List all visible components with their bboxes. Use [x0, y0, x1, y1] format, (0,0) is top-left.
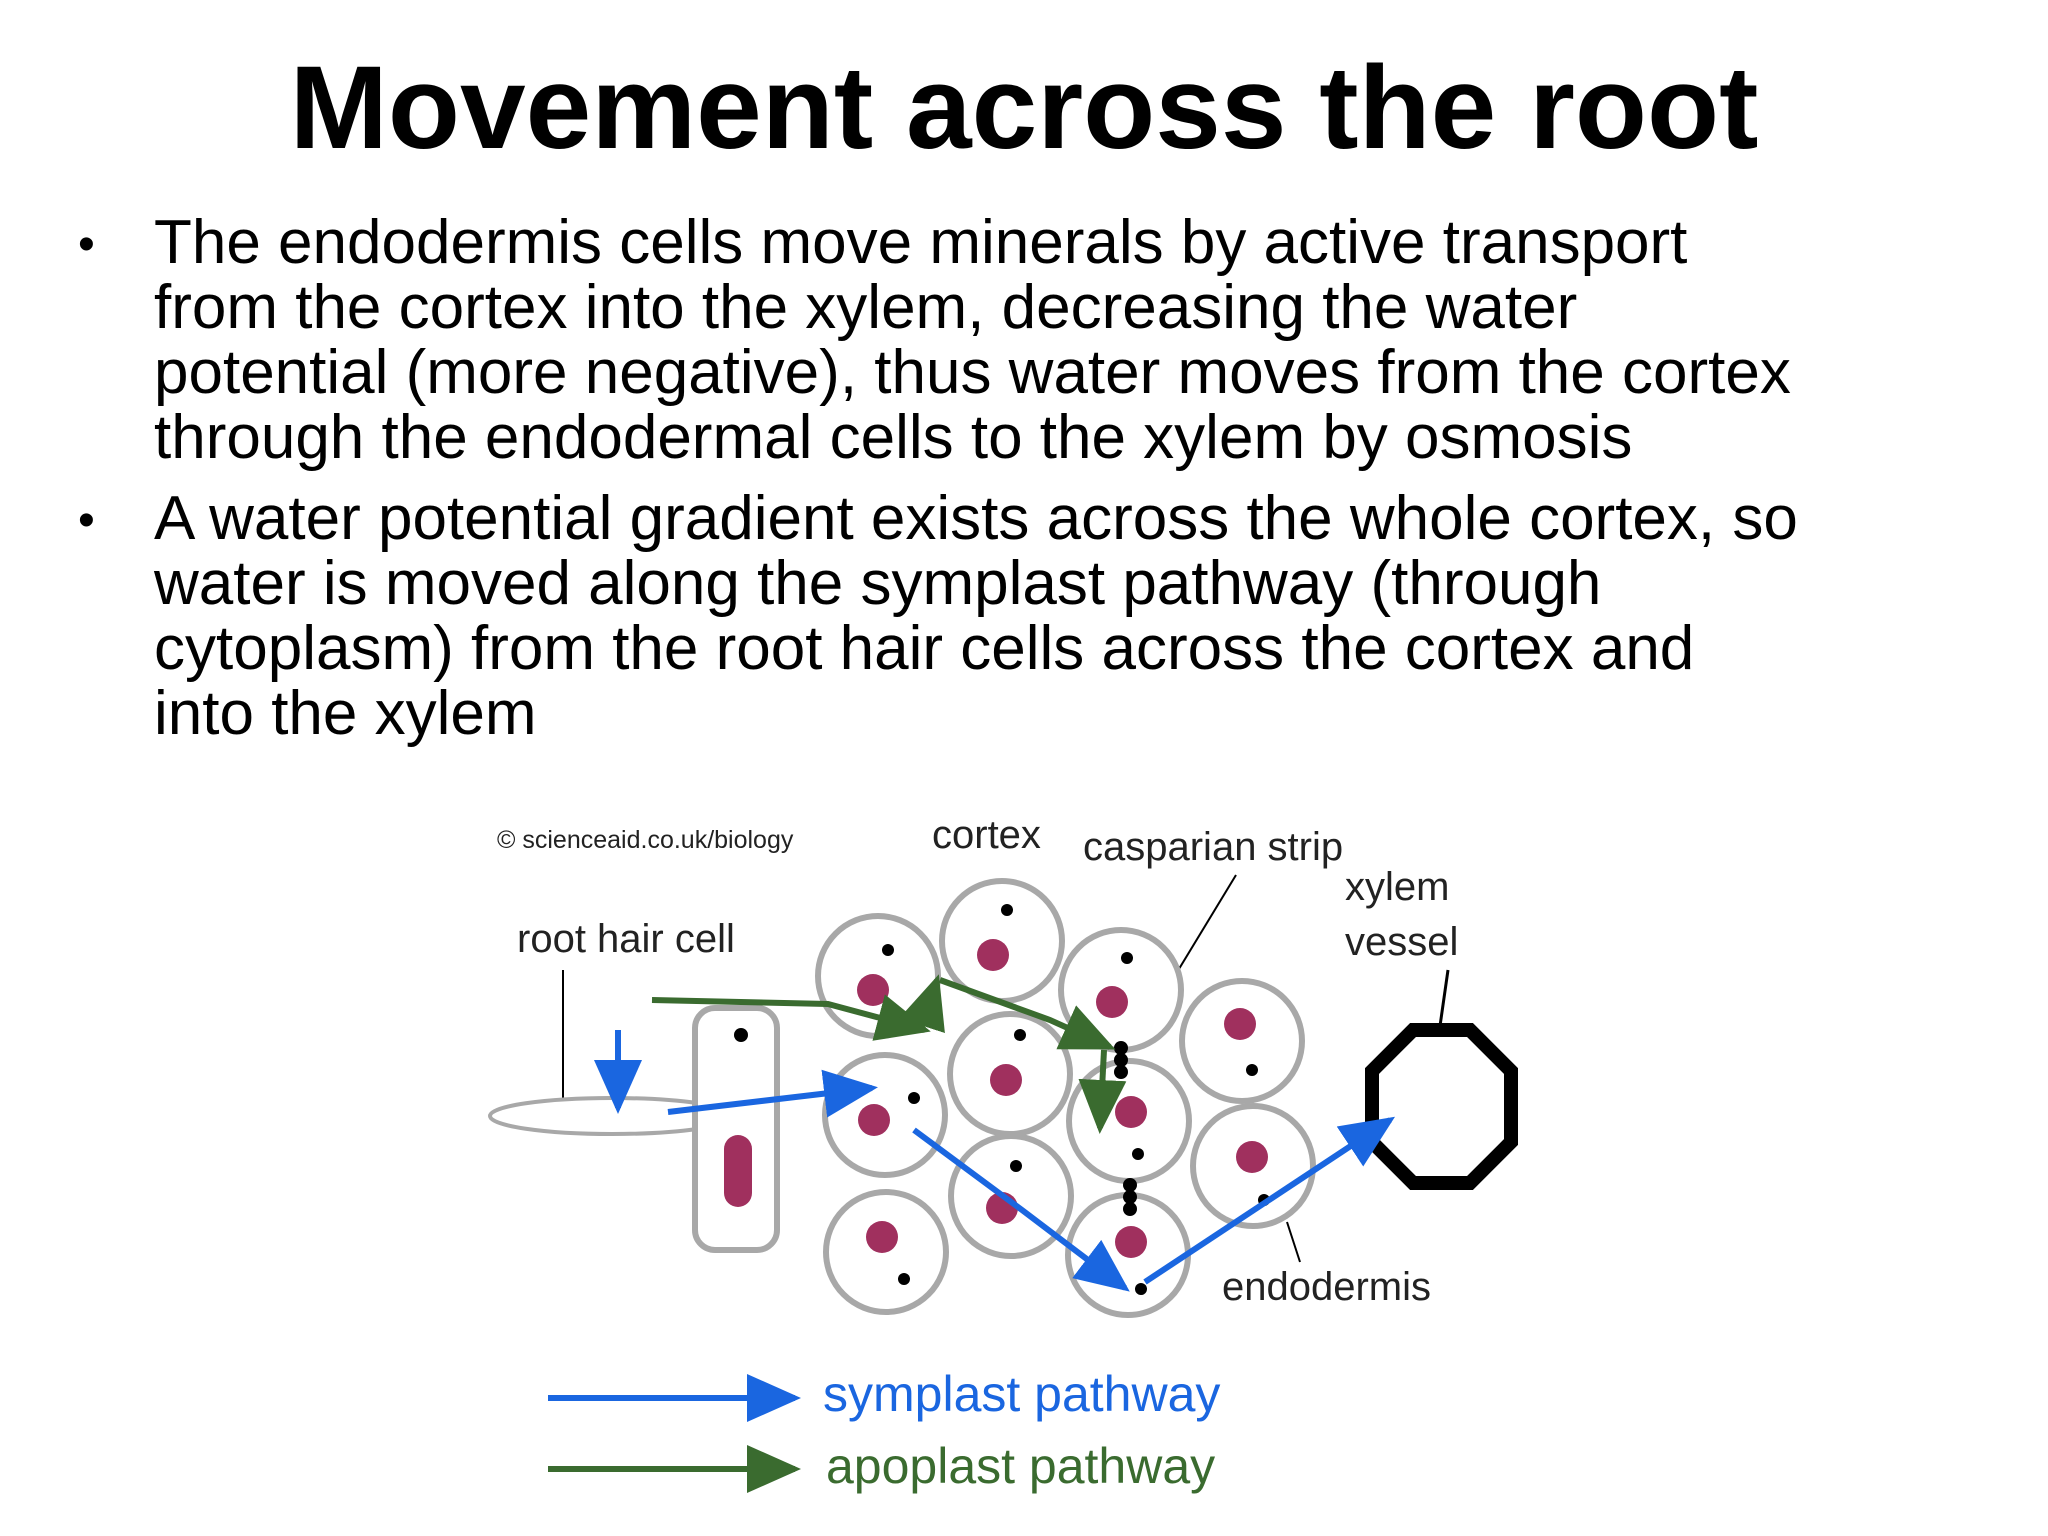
bullet-line: A water potential gradient exists across… — [154, 484, 1798, 553]
bullet-line: water is moved along the symplast pathwa… — [154, 549, 1602, 618]
nucleus — [1236, 1141, 1268, 1173]
nuclei — [857, 939, 1268, 1258]
nucleus — [1224, 1008, 1256, 1040]
nucleus — [977, 939, 1009, 971]
apoplast-path-arrow — [899, 974, 945, 1034]
copyright-text: © scienceaid.co.uk/biology — [497, 826, 794, 854]
symplast-path-arrow — [912, 1127, 1130, 1292]
cortex-cell — [1179, 978, 1305, 1104]
root-hair-cell-body — [692, 1005, 780, 1253]
nucleus — [857, 974, 889, 1006]
legend-apoplast-label: apoplast pathway — [826, 1438, 1215, 1494]
apoplast-path-arrow — [938, 977, 1116, 1050]
leader-xylem — [1438, 969, 1450, 1027]
casparian-strip-dots — [1114, 1041, 1137, 1216]
cell-dot — [898, 1273, 910, 1285]
label-endodermis: endodermis — [1222, 1265, 1431, 1309]
bullet-line: through the endodermal cells to the xyle… — [154, 403, 1633, 472]
bullet-dot-icon: • — [78, 494, 95, 547]
xylem-vessel — [1365, 1023, 1518, 1190]
bullet-line: The endodermis cells move minerals by ac… — [154, 208, 1688, 277]
cell-dot — [1135, 1283, 1147, 1295]
apoplast-path-arrow — [651, 994, 931, 1041]
bullet-line: into the xylem — [154, 679, 537, 748]
casparian-dot — [1114, 1053, 1128, 1067]
nucleus — [866, 1221, 898, 1253]
bullet-line: cytoplasm) from the root hair cells acro… — [154, 614, 1695, 683]
leader-endodermis — [1286, 1221, 1301, 1263]
legend-symplast-label: symplast pathway — [823, 1366, 1220, 1422]
bullet-line: potential (more negative), thus water mo… — [154, 338, 1791, 407]
casparian-dot — [1123, 1190, 1137, 1204]
cortex-cell — [939, 878, 1065, 1004]
label-cortex: cortex — [932, 813, 1041, 857]
label-casparian-strip: casparian strip — [1083, 825, 1343, 869]
label-root-hair-cell: root hair cell — [517, 917, 735, 961]
apoplast-path-arrow — [1078, 1049, 1127, 1134]
cell-dot — [882, 944, 894, 956]
root-hair-cell-dot — [734, 1028, 748, 1042]
cell-dot — [1001, 904, 1013, 916]
label-xylem: xylem — [1345, 865, 1449, 909]
nucleus — [1115, 1096, 1147, 1128]
nucleus — [858, 1104, 890, 1136]
cell-dot — [1121, 952, 1133, 964]
bullet-line: from the cortex into the xylem, decreasi… — [154, 273, 1578, 342]
cell-dot — [1132, 1148, 1144, 1160]
bullet-item: • A water potential gradient exists acro… — [60, 486, 1960, 746]
casparian-dot — [1123, 1202, 1137, 1216]
cell-dot — [1010, 1160, 1022, 1172]
nucleus — [990, 1064, 1022, 1096]
bullet-item: • The endodermis cells move minerals by … — [60, 210, 1960, 470]
cell-dot — [1014, 1029, 1026, 1041]
bullet-dot-icon: • — [78, 218, 95, 271]
bullet-list: • The endodermis cells move minerals by … — [60, 210, 1960, 762]
casparian-dot — [1114, 1065, 1128, 1079]
slide-title: Movement across the root — [289, 42, 1759, 174]
symplast-path-arrow — [1143, 1116, 1396, 1285]
root-hair-cell-nucleus — [724, 1135, 752, 1207]
nucleus — [1115, 1226, 1147, 1258]
nucleus — [1096, 986, 1128, 1018]
casparian-dot — [1123, 1178, 1137, 1192]
casparian-dot — [1114, 1041, 1128, 1055]
cell-dot — [1246, 1064, 1258, 1076]
label-vessel: vessel — [1345, 920, 1458, 964]
symplast-path-arrow — [667, 1069, 878, 1118]
cell-dot — [908, 1092, 920, 1104]
